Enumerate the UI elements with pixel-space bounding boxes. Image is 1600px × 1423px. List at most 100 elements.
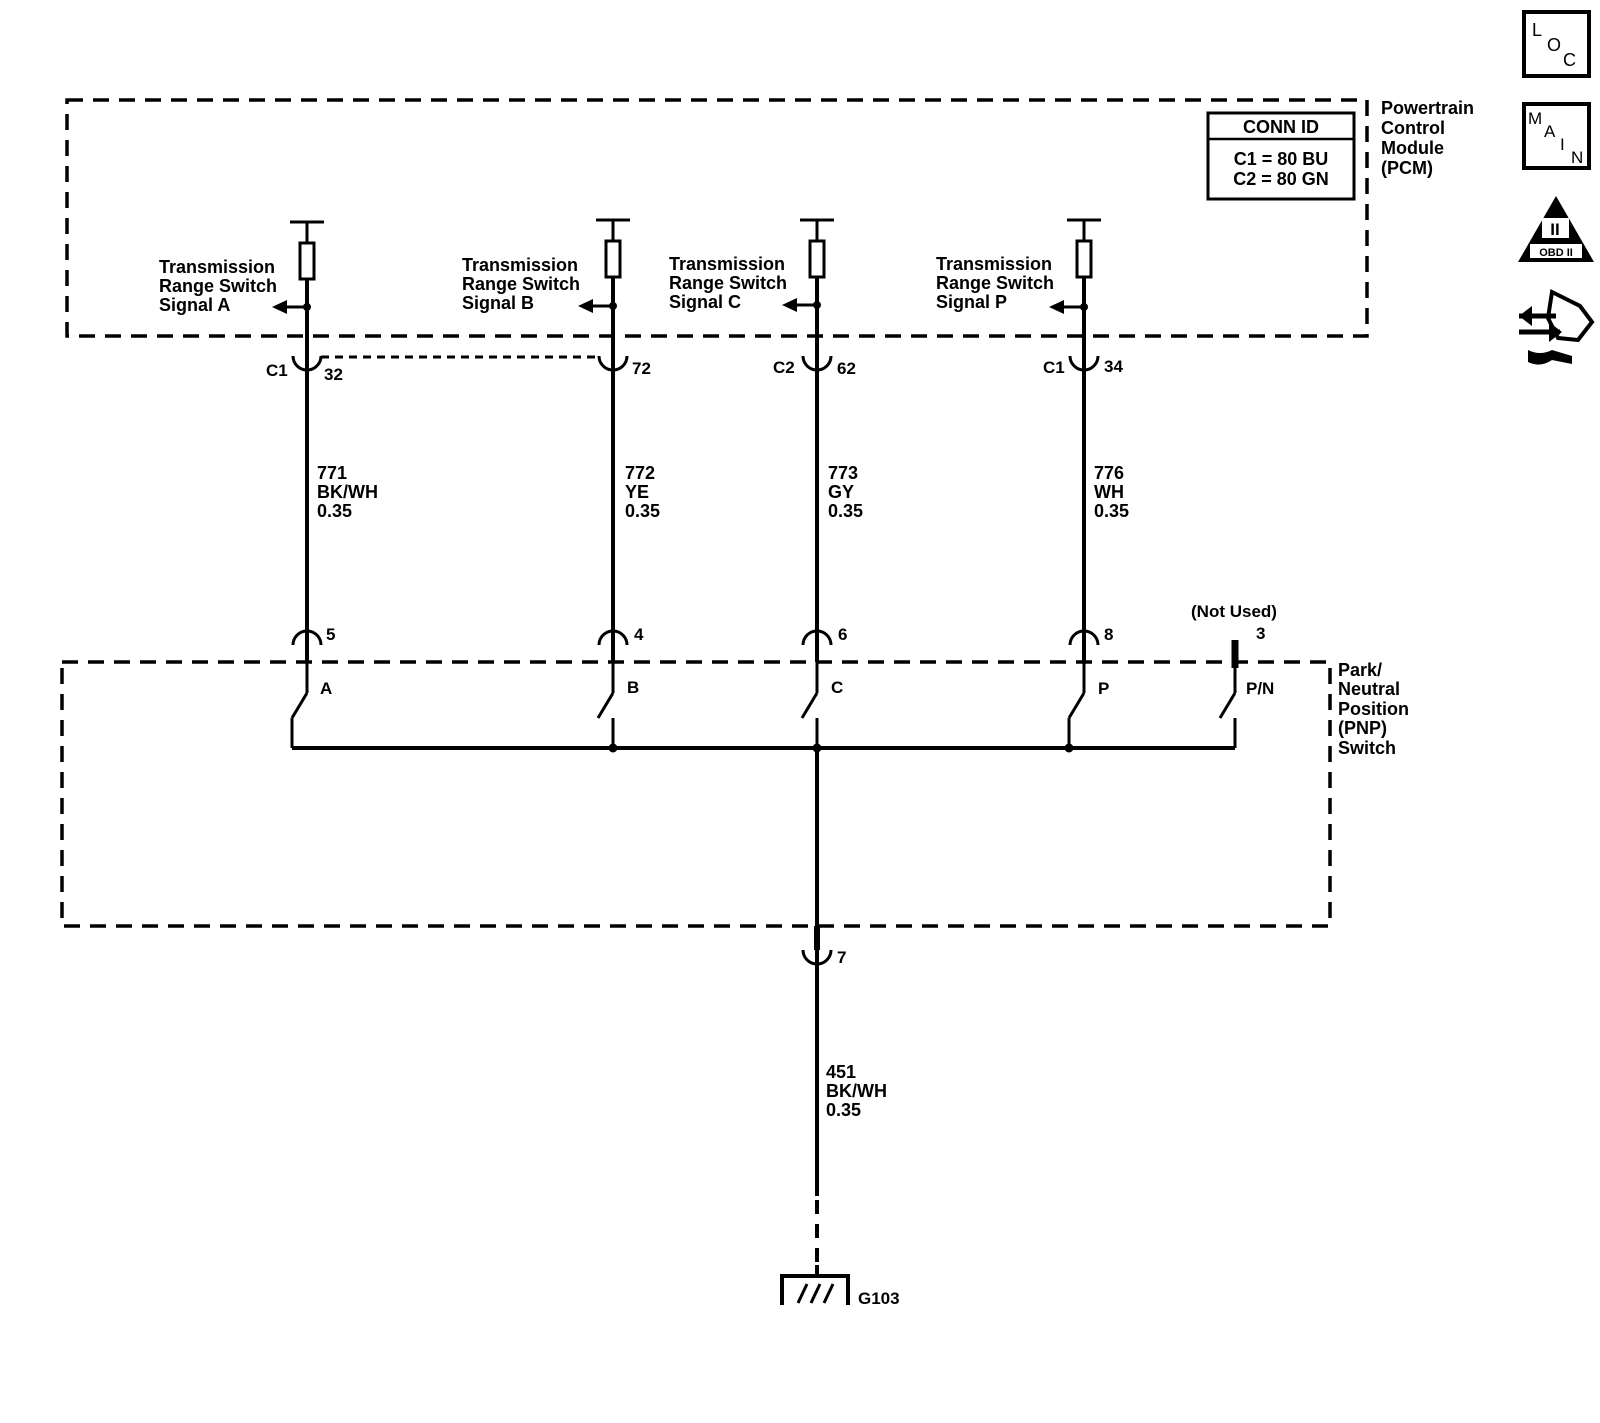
svg-text:(Not Used): (Not Used) [1191,602,1277,621]
svg-text:451: 451 [826,1062,856,1082]
pcm-circuit-signal-b [578,218,630,343]
switch-contact-a: A [290,662,332,748]
svg-text:Module: Module [1381,138,1444,158]
svg-text:M: M [1528,109,1542,128]
svg-text:772: 772 [625,463,655,483]
svg-text:B: B [627,678,639,697]
pnp-connector-pin-4: 4 [597,625,644,662]
svg-text:Transmission: Transmission [159,257,275,277]
svg-text:Neutral: Neutral [1338,679,1400,699]
svg-text:7: 7 [837,948,846,967]
svg-text:6: 6 [838,625,847,644]
svg-text:C1: C1 [1043,358,1065,377]
svg-text:3: 3 [1256,624,1265,643]
main-icon[interactable]: M A I N [1522,102,1591,170]
svg-text:BK/WH: BK/WH [317,482,378,502]
svg-text:Range Switch: Range Switch [936,273,1054,293]
signal-b-label: Transmission Range Switch Signal B [462,255,580,313]
svg-text:Range Switch: Range Switch [462,274,580,294]
svg-text:Transmission: Transmission [669,254,785,274]
svg-text:Switch: Switch [1338,738,1396,758]
svg-text:0.35: 0.35 [317,501,352,521]
pnp-connector-pin-6: 6 [801,625,847,662]
svg-text:Signal C: Signal C [669,292,741,312]
svg-text:0.35: 0.35 [826,1100,861,1120]
svg-text:Signal P: Signal P [936,292,1007,312]
svg-text:8: 8 [1104,625,1113,644]
svg-text:GY: GY [828,482,854,502]
svg-text:P/N: P/N [1246,679,1274,698]
wire-451: 451 BK/WH 0.35 [815,955,887,1265]
pnp-connector-pin-8: 8 [1068,625,1113,662]
switch-contact-pn: P/N [1218,668,1274,748]
wire-773: 773 GY 0.35 [815,372,863,630]
loc-icon[interactable]: L O C [1522,10,1591,78]
svg-text:34: 34 [1104,357,1123,376]
svg-text:I: I [1560,135,1565,154]
svg-text:A: A [1544,122,1556,141]
svg-text:0.35: 0.35 [625,501,660,521]
svg-text:773: 773 [828,463,858,483]
svg-text:(PNP): (PNP) [1338,718,1387,738]
svg-text:C: C [1563,50,1576,70]
svg-text:O: O [1547,35,1561,55]
conn-id-box: CONN ID C1 = 80 BU C2 = 80 GN [1206,111,1356,201]
wire-776: 776 WH 0.35 [1082,372,1129,630]
svg-text:Transmission: Transmission [462,255,578,275]
pcm-connector-b: 72 [597,343,651,378]
pnp-boundary [60,660,1332,928]
svg-text:771: 771 [317,463,347,483]
svg-text:0.35: 0.35 [1094,501,1129,521]
svg-text:Range Switch: Range Switch [159,276,277,296]
svg-text:Range Switch: Range Switch [669,273,787,293]
pnp-connector-pin-5: 5 [291,625,335,662]
svg-text:Park/: Park/ [1338,660,1382,680]
pcm-connector-a: C1 32 [266,343,343,384]
signal-c-label: Transmission Range Switch Signal C [669,254,787,312]
svg-text:72: 72 [632,359,651,378]
svg-text:II: II [1550,220,1559,239]
wire-771: 771 BK/WH 0.35 [305,372,378,630]
svg-text:OBD II: OBD II [1539,247,1573,259]
pnp-connector-pin-3-not-used: (Not Used) 3 [1191,602,1277,668]
svg-text:N: N [1571,148,1583,167]
switch-contact-c: C [800,662,843,748]
svg-text:C1: C1 [266,361,288,380]
svg-text:BK/WH: BK/WH [826,1081,887,1101]
svg-text:WH: WH [1094,482,1124,502]
pcm-connector-c: C2 62 [773,343,856,378]
svg-text:Control: Control [1381,118,1445,138]
pcm-label: Powertrain Control Module (PCM) [1381,98,1474,178]
svg-text:0.35: 0.35 [828,501,863,521]
svg-text:5: 5 [326,625,335,644]
ground-label: G103 [858,1289,900,1308]
svg-text:A: A [320,679,332,698]
diagnostic-connector-icon[interactable] [1519,288,1595,365]
svg-text:Powertrain: Powertrain [1381,98,1474,118]
svg-text:Signal B: Signal B [462,293,534,313]
svg-text:Transmission: Transmission [936,254,1052,274]
svg-text:C2: C2 [773,358,795,377]
svg-text:YE: YE [625,482,649,502]
conn-id-c2: C2 = 80 GN [1233,169,1329,189]
conn-id-c1: C1 = 80 BU [1234,149,1329,169]
switch-common-bus [292,743,1235,955]
svg-text:Position: Position [1338,699,1409,719]
svg-text:62: 62 [837,359,856,378]
obd-ii-icon[interactable]: II OBD II [1518,196,1594,262]
pcm-connector-p: C1 34 [1043,343,1123,377]
switch-contact-p: P [1067,662,1109,748]
switch-contact-b: B [596,662,639,748]
pcm-boundary [65,98,1369,338]
svg-text:Signal A: Signal A [159,295,230,315]
svg-text:P: P [1098,679,1109,698]
svg-text:C: C [831,678,843,697]
ground-g103: G103 [780,1265,900,1308]
svg-text:776: 776 [1094,463,1124,483]
wire-772: 772 YE 0.35 [611,372,660,630]
pcm-circuit-signal-c [782,218,834,343]
pcm-circuit-signal-p [1049,218,1101,343]
svg-text:4: 4 [634,625,644,644]
